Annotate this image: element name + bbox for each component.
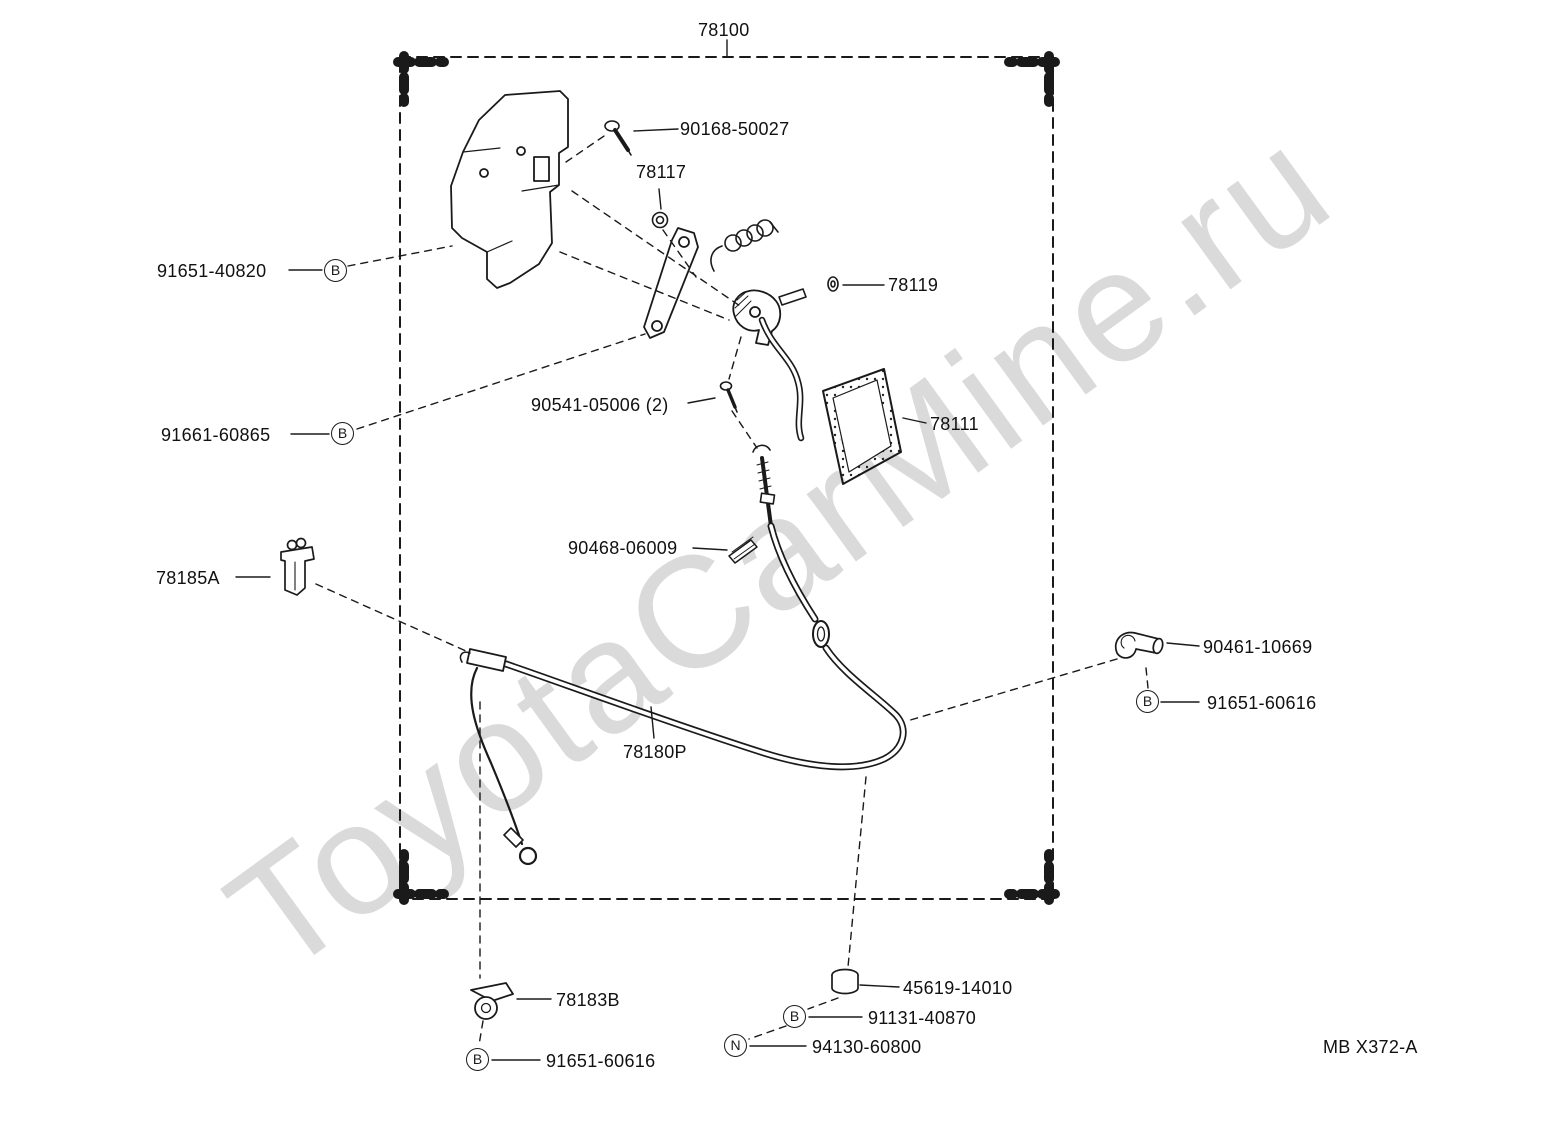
part-label-90168-50027: 90168-50027 — [680, 119, 790, 139]
part-label-91651-60616-bottom: 91651-60616 — [546, 1051, 656, 1071]
screw-90168-part — [604, 120, 632, 156]
part-label-90468-06009: 90468-06009 — [568, 538, 678, 558]
part-label-91131-40870: 91131-40870 — [868, 1008, 977, 1028]
pedal-bracket-part — [450, 90, 569, 289]
marker-b-91661-60865: B — [331, 422, 354, 445]
pin-part — [778, 288, 807, 306]
part-label-78183b: 78183B — [556, 990, 620, 1010]
pedal-pad-part — [822, 368, 902, 485]
clip-78185a-part — [280, 537, 315, 596]
clamp-90461-part — [1114, 631, 1164, 659]
part-label-78100: 78100 — [698, 20, 750, 40]
leader-lines — [235, 39, 1200, 1061]
clip-90468-part — [728, 536, 758, 564]
part-label-78111: 78111 — [930, 414, 979, 434]
pedal-rod-part — [758, 316, 805, 442]
part-label-91661-60865: 91661-60865 — [161, 425, 271, 445]
drawing-code: MB X372-A — [1323, 1037, 1418, 1057]
part-label-90461-10669: 90461-10669 — [1203, 637, 1313, 657]
part-label-91651-60616-right: 91651-60616 — [1207, 693, 1317, 713]
assembly-boundary — [393, 51, 1060, 905]
cable-78180p-part — [459, 522, 907, 866]
marker-b-91651-40820: B — [324, 259, 347, 282]
screw-90541-part — [719, 381, 738, 413]
nut-78117-part — [651, 211, 669, 229]
clip-78183b-part — [470, 982, 514, 1020]
grommet-45619-part — [831, 968, 859, 995]
marker-b-91131-40870: B — [783, 1005, 806, 1028]
marker-n-94130-60800: N — [724, 1034, 747, 1057]
marker-b-91651-60616-bottom: B — [466, 1048, 489, 1071]
cable-adjuster-part — [752, 444, 776, 528]
part-label-78180p: 78180P — [623, 742, 687, 762]
washer-78119-part — [827, 276, 839, 292]
part-label-78117: 78117 — [636, 162, 687, 182]
part-label-91651-40820: 91651-40820 — [157, 261, 267, 281]
marker-b-91651-60616-right: B — [1136, 690, 1159, 713]
part-label-78119: 78119 — [888, 275, 939, 295]
lever-arm-part — [643, 227, 699, 339]
assembly-dashed-lines — [315, 133, 1149, 1046]
part-label-90541-05006: 90541-05006 (2) — [531, 395, 669, 415]
return-spring-part — [710, 219, 779, 272]
part-label-94130-60800: 94130-60800 — [812, 1037, 922, 1057]
part-label-78185a: 78185A — [156, 568, 220, 588]
part-label-45619-14010: 45619-14010 — [903, 978, 1013, 998]
